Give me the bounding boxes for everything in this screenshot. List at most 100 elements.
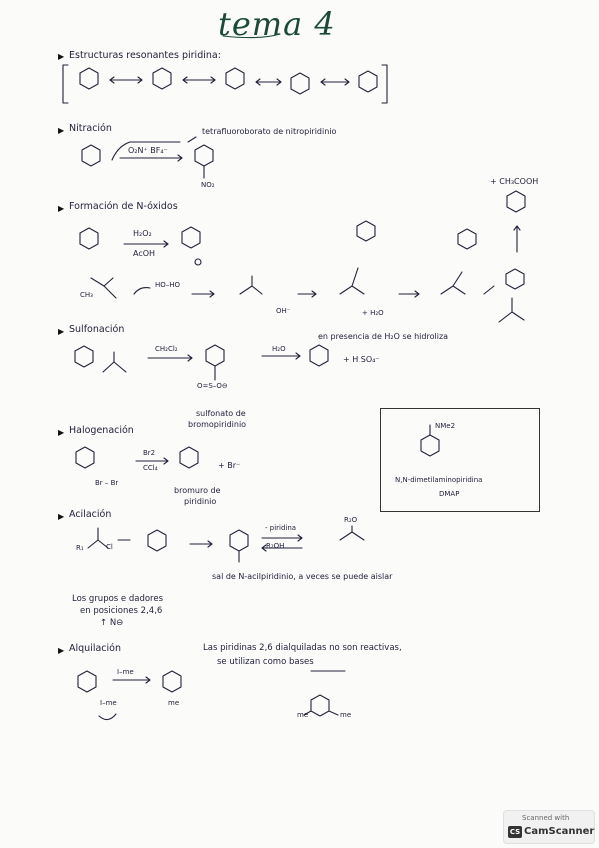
alkylation-me: me — [168, 699, 180, 707]
me-right: me — [340, 711, 352, 719]
ch3-label: CH₃ — [80, 291, 93, 299]
dmap-name: N,N-dimetilaminopiridina — [395, 476, 483, 484]
pyridine-ring-icon — [181, 226, 201, 249]
reaction-arrow-icon — [483, 285, 495, 295]
pyridine-ring-icon — [77, 670, 97, 693]
pyridine-ring-icon — [229, 529, 249, 552]
pyridine-ring-icon — [75, 446, 95, 469]
title-flourish — [222, 33, 281, 39]
alkylation-reagent: I–me — [117, 668, 134, 676]
alkylation-reagent2: I–me — [100, 699, 117, 707]
reaction-arrow-icon — [513, 225, 521, 253]
resonance-arrow-icon — [255, 78, 282, 86]
pyridine-ring-icon — [457, 228, 477, 250]
reaction-arrow-icon — [123, 240, 169, 248]
pyridine-ring-icon — [309, 344, 329, 367]
pyridine-ring-icon — [310, 694, 330, 717]
sulfonation-label-2: bromopiridinio — [188, 420, 247, 429]
reaction-arrow-icon — [147, 354, 193, 362]
resonance-arrow-icon — [182, 76, 216, 84]
resonance-arrow-icon — [109, 76, 143, 84]
halogenation-label-1: bromuro de — [174, 486, 221, 495]
sulfonation-reagent: CH₂Cl₂ — [155, 345, 178, 353]
pyridine-ring-icon — [179, 446, 199, 469]
bullet-icon: ▶ — [58, 126, 65, 135]
scanner-name: CamScanner — [524, 826, 595, 837]
bullet-icon: ▶ — [58, 512, 65, 521]
pyridine-ring-icon — [205, 344, 225, 367]
acylation-reagent-bottom: R₂OH — [266, 542, 285, 550]
pyridine-ring-icon — [356, 220, 376, 242]
sulfonation-note: en presencia de H₂O se hidroliza — [318, 332, 449, 341]
reaction-arrow-icon — [112, 676, 151, 684]
nitration-reagent: O₂N⁺ BF₄⁻ — [128, 146, 168, 155]
pointer-arrow-icon — [187, 136, 197, 143]
bullet-icon: ▶ — [58, 204, 65, 213]
reaction-arrow-icon — [261, 534, 303, 542]
so3-group: O=S–O⊖ — [197, 382, 228, 390]
camscanner-logo-icon: CS — [508, 826, 522, 838]
reaction-arrow-icon — [135, 457, 169, 465]
acylation-product-label: sal de N-acilpiridinio, a veces se puede… — [212, 572, 393, 581]
br2-label: Br – Br — [95, 479, 119, 487]
alkylation-note-1: Las piridinas 2,6 dialquiladas no son re… — [203, 643, 402, 653]
noxide-reagent-bottom: AcOH — [133, 249, 156, 258]
acylation-note-3: ↑ N⊖ — [100, 618, 124, 628]
halogenation-reagent-bottom: CCl₄ — [143, 464, 158, 472]
acylation-note-2: en posiciones 2,4,6 — [80, 606, 163, 616]
curved-arrow-icon — [98, 713, 117, 721]
alkylation-note-2: se utilizan como bases — [217, 657, 314, 667]
halogenation-reagent-top: Br2 — [143, 449, 156, 457]
heading-resonance: Estructuras resonantes piridina: — [69, 50, 221, 61]
bullet-icon: ▶ — [58, 428, 65, 437]
acylation-reagent-top: - piridina — [265, 524, 297, 532]
pyridine-ring-icon — [79, 227, 99, 250]
bullet-icon: ▶ — [58, 646, 65, 655]
scanner-top-text: Scanned with — [522, 814, 570, 822]
acylation-note-1: Los grupos e dadores — [72, 594, 164, 604]
dmap-box: NMe2 N,N-dimetilaminopiridina DMAP — [380, 408, 540, 512]
pyridine-ring-icon — [225, 67, 245, 90]
noxide-acid: + CH₃COOH — [490, 177, 539, 186]
reaction-arrow-icon — [297, 290, 317, 298]
ho-label: HO–HO — [155, 281, 181, 289]
pyridine-ring-icon — [290, 72, 310, 95]
sulfonation-byproduct: + H SO₄⁻ — [343, 355, 380, 364]
reaction-arrow-icon — [261, 544, 303, 552]
pyridine-ring-icon — [147, 529, 167, 552]
nitration-product-label: tetrafluoroborato de nitropiridinio — [202, 127, 337, 136]
reaction-arrow-icon — [191, 290, 215, 298]
bullet-icon: ▶ — [58, 52, 65, 61]
bullet-icon: ▶ — [58, 327, 65, 336]
reaction-arrow-icon — [119, 154, 183, 162]
pyridine-ring-icon — [358, 70, 378, 93]
noxide-reagent-top: H₂O₂ — [133, 229, 152, 238]
dmap-abbr: DMAP — [439, 490, 460, 498]
r2o-label: R₂O — [344, 516, 358, 524]
cl-label: Cl — [106, 543, 113, 551]
pyridine-ring-icon — [74, 345, 94, 368]
me-left: me — [297, 711, 309, 719]
no2-label: NO₂ — [201, 181, 215, 189]
reaction-arrow-icon — [261, 352, 301, 360]
heading-nitration: Nitración — [69, 123, 112, 134]
curved-arrow-icon — [133, 287, 151, 295]
reaction-arrow-icon — [111, 141, 181, 161]
pyridine-ring-icon — [506, 190, 526, 213]
pyridine-ring-icon — [162, 670, 182, 693]
right-bracket-icon — [381, 64, 388, 104]
reaction-arrow-icon — [398, 290, 420, 298]
pyridine-ring-icon — [420, 434, 440, 457]
reaction-arrow-icon — [189, 540, 213, 548]
heading-acylation: Acilación — [69, 509, 112, 520]
pyridine-ring-icon — [152, 67, 172, 90]
camscanner-badge: Scanned with CS CamScanner — [503, 810, 595, 844]
pyridine-ring-icon — [505, 268, 525, 290]
nme2-label: NMe2 — [435, 422, 456, 430]
pyridine-ring-icon — [194, 144, 214, 167]
pyridine-ring-icon — [81, 144, 101, 167]
sulfonation-label-1: sulfonato de — [196, 409, 246, 418]
halogenation-byproduct: + Br⁻ — [218, 461, 241, 470]
left-bracket-icon — [62, 64, 69, 104]
